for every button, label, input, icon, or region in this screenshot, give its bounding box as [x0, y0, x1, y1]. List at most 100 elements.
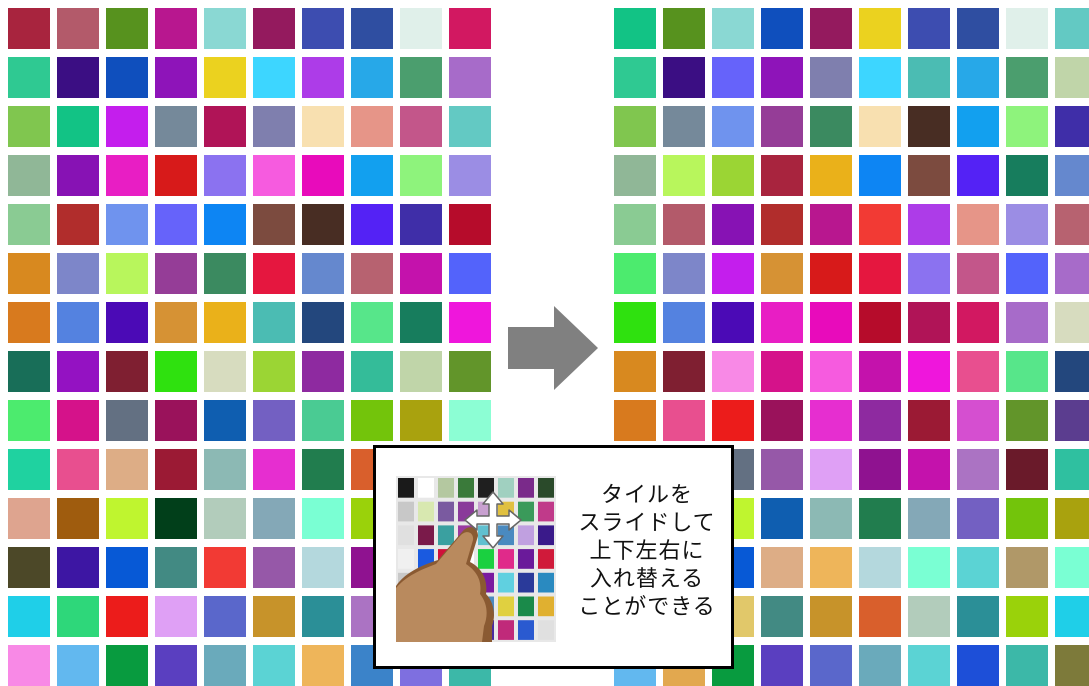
color-tile[interactable] — [663, 204, 705, 245]
color-tile[interactable] — [908, 253, 950, 294]
color-tile[interactable] — [957, 547, 999, 588]
color-tile[interactable] — [908, 155, 950, 196]
color-tile[interactable] — [351, 57, 393, 98]
color-tile[interactable] — [908, 204, 950, 245]
color-tile[interactable] — [400, 302, 442, 343]
color-tile[interactable] — [302, 302, 344, 343]
color-tile[interactable] — [1055, 400, 1089, 441]
color-tile[interactable] — [761, 155, 803, 196]
color-tile[interactable] — [155, 449, 197, 490]
color-tile[interactable] — [810, 596, 852, 637]
color-tile[interactable] — [1055, 547, 1089, 588]
color-tile[interactable] — [400, 57, 442, 98]
color-tile[interactable] — [859, 155, 901, 196]
color-tile[interactable] — [957, 57, 999, 98]
color-tile[interactable] — [155, 253, 197, 294]
color-tile[interactable] — [1006, 449, 1048, 490]
color-tile[interactable] — [351, 155, 393, 196]
color-tile[interactable] — [106, 155, 148, 196]
color-tile[interactable] — [204, 302, 246, 343]
color-tile[interactable] — [663, 155, 705, 196]
color-tile[interactable] — [57, 400, 99, 441]
color-tile[interactable] — [859, 204, 901, 245]
color-tile[interactable] — [810, 57, 852, 98]
color-tile[interactable] — [449, 106, 491, 147]
color-tile[interactable] — [810, 449, 852, 490]
color-tile[interactable] — [253, 253, 295, 294]
color-tile[interactable] — [1055, 253, 1089, 294]
color-tile[interactable] — [712, 57, 754, 98]
color-tile[interactable] — [8, 302, 50, 343]
color-tile[interactable] — [57, 498, 99, 539]
color-tile[interactable] — [204, 57, 246, 98]
color-tile[interactable] — [1006, 8, 1048, 49]
color-tile[interactable] — [1006, 253, 1048, 294]
color-tile[interactable] — [810, 645, 852, 686]
color-tile[interactable] — [351, 351, 393, 392]
color-tile[interactable] — [712, 204, 754, 245]
color-tile[interactable] — [663, 57, 705, 98]
color-tile[interactable] — [204, 547, 246, 588]
color-tile[interactable] — [106, 351, 148, 392]
color-tile[interactable] — [1006, 106, 1048, 147]
color-tile[interactable] — [908, 645, 950, 686]
color-tile[interactable] — [351, 204, 393, 245]
color-tile[interactable] — [614, 204, 656, 245]
color-tile[interactable] — [204, 106, 246, 147]
color-tile[interactable] — [761, 645, 803, 686]
color-tile[interactable] — [8, 155, 50, 196]
color-tile[interactable] — [400, 106, 442, 147]
color-tile[interactable] — [8, 204, 50, 245]
color-tile[interactable] — [57, 57, 99, 98]
color-tile[interactable] — [663, 400, 705, 441]
color-tile[interactable] — [1055, 8, 1089, 49]
color-tile[interactable] — [351, 106, 393, 147]
color-tile[interactable] — [1006, 155, 1048, 196]
color-tile[interactable] — [8, 253, 50, 294]
color-tile[interactable] — [761, 253, 803, 294]
color-tile[interactable] — [204, 596, 246, 637]
color-tile[interactable] — [761, 498, 803, 539]
color-tile[interactable] — [614, 106, 656, 147]
color-tile[interactable] — [449, 8, 491, 49]
color-tile[interactable] — [908, 498, 950, 539]
color-tile[interactable] — [8, 8, 50, 49]
color-tile[interactable] — [908, 547, 950, 588]
color-tile[interactable] — [908, 8, 950, 49]
color-tile[interactable] — [1055, 204, 1089, 245]
color-tile[interactable] — [204, 400, 246, 441]
color-tile[interactable] — [1055, 351, 1089, 392]
color-tile[interactable] — [810, 8, 852, 49]
color-tile[interactable] — [712, 253, 754, 294]
color-tile[interactable] — [253, 8, 295, 49]
color-tile[interactable] — [106, 547, 148, 588]
color-tile[interactable] — [957, 204, 999, 245]
color-tile[interactable] — [810, 106, 852, 147]
color-tile[interactable] — [810, 204, 852, 245]
color-tile[interactable] — [106, 645, 148, 686]
color-tile[interactable] — [8, 645, 50, 686]
color-tile[interactable] — [155, 400, 197, 441]
color-tile[interactable] — [253, 645, 295, 686]
color-tile[interactable] — [106, 400, 148, 441]
color-tile[interactable] — [400, 8, 442, 49]
color-tile[interactable] — [810, 155, 852, 196]
color-tile[interactable] — [106, 106, 148, 147]
color-tile[interactable] — [1006, 596, 1048, 637]
color-tile[interactable] — [57, 204, 99, 245]
color-tile[interactable] — [204, 155, 246, 196]
color-tile[interactable] — [449, 155, 491, 196]
color-tile[interactable] — [155, 547, 197, 588]
color-tile[interactable] — [8, 596, 50, 637]
color-tile[interactable] — [1055, 57, 1089, 98]
color-tile[interactable] — [859, 57, 901, 98]
color-tile[interactable] — [957, 155, 999, 196]
color-tile[interactable] — [1055, 155, 1089, 196]
color-tile[interactable] — [302, 498, 344, 539]
color-tile[interactable] — [761, 400, 803, 441]
color-tile[interactable] — [614, 155, 656, 196]
color-tile[interactable] — [810, 400, 852, 441]
color-tile[interactable] — [449, 57, 491, 98]
color-tile[interactable] — [106, 8, 148, 49]
color-tile[interactable] — [1055, 106, 1089, 147]
